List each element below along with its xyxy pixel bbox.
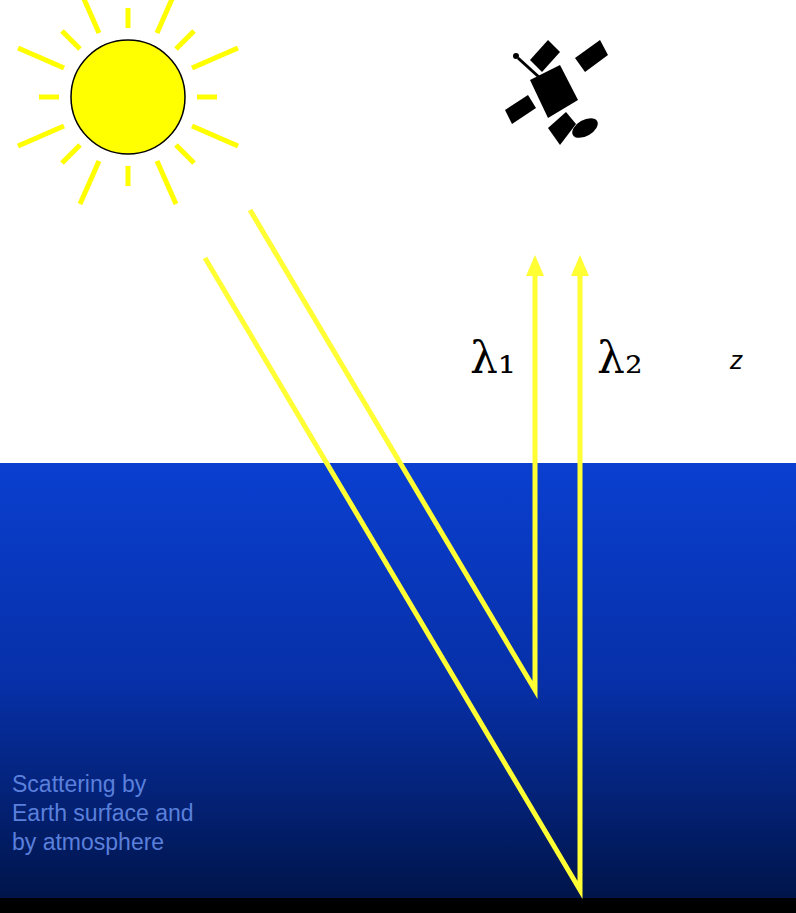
earth-surface [0,898,796,913]
light-paths [205,210,580,890]
satellite-icon [505,40,608,145]
sun-rays [18,0,238,204]
region-note: Scattering by Earth surface and by atmos… [12,770,202,856]
axis-label: z [730,344,743,377]
arrowheads [526,255,589,276]
earth-region [0,463,796,903]
wavelength-label: λ₁ [470,330,516,385]
sun [71,40,185,154]
wavelength-label: λ₂ [597,330,643,385]
